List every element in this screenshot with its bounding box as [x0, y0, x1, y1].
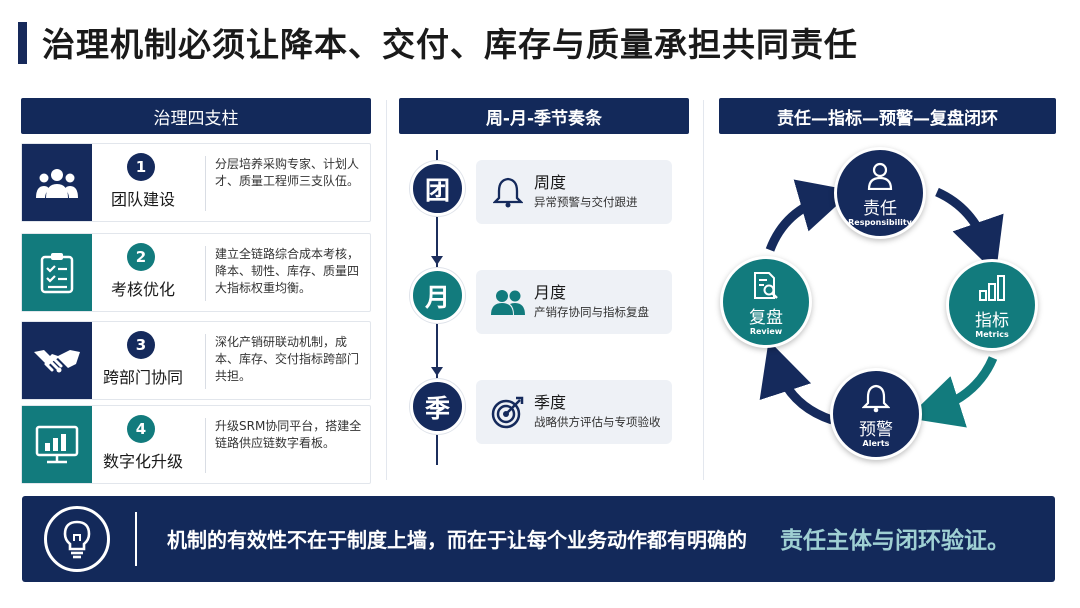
- divider: [205, 334, 206, 389]
- pillar-card-collaboration: 3 跨部门协同 深化产销研联动机制，成本、库存、交付指标跨部门共担。: [21, 321, 371, 400]
- divider: [205, 156, 206, 211]
- timeline-node-week: 团: [410, 161, 465, 216]
- rhythm-subtitle: 战略供方评估与专项验收: [534, 415, 661, 429]
- loop-node-responsibility: 责任 Responsibility: [834, 147, 926, 239]
- pillar-card-team: 1 团队建设 分层培养采购专家、计划人才、质量工程师三支队伍。: [21, 143, 371, 222]
- handshake-icon: [22, 322, 92, 399]
- divider: [205, 418, 206, 473]
- pillar-number: 3: [127, 331, 155, 359]
- pillar-number: 2: [127, 243, 155, 271]
- pillar-name: 考核优化: [110, 280, 175, 299]
- loop-header: 责任—指标—预警—复盘闭环: [719, 98, 1056, 134]
- user-icon: [837, 162, 923, 190]
- rhythm-title: 周度: [534, 173, 567, 192]
- rhythm-title: 月度: [534, 283, 567, 302]
- lightbulb-icon: [44, 506, 110, 572]
- pillar-name: 数字化升级: [102, 452, 183, 471]
- pillar-number: 1: [127, 153, 155, 181]
- loop-node-label: 责任: [863, 199, 897, 219]
- loop-node-english: Alerts: [862, 439, 890, 448]
- rhythm-header: 周-月-季节奏条: [399, 98, 689, 134]
- arrow-down-icon: [431, 367, 443, 376]
- footer-divider: [135, 512, 137, 566]
- pillars-header: 治理四支柱: [21, 98, 371, 134]
- people-icon: [490, 284, 526, 320]
- pillar-description: 建立全链路综合成本考核，降本、韧性、库存、质量四大指标权重均衡。: [215, 247, 360, 295]
- loop-node-english: Review: [749, 327, 783, 336]
- pillar-description: 深化产销研联动机制，成本、库存、交付指标跨部门共担。: [215, 335, 360, 383]
- bell-icon: [490, 174, 526, 210]
- loop-node-metrics: 指标 Metrics: [946, 259, 1038, 351]
- rhythm-card-quarter: 季度 战略供方评估与专项验收: [476, 380, 672, 444]
- loop-node-label: 复盘: [749, 308, 783, 328]
- loop-node-label: 预警: [859, 420, 893, 440]
- cycle-arrows: [759, 179, 1004, 428]
- pillar-description: 升级SRM协同平台，搭建全链路供应链数字看板。: [215, 419, 362, 450]
- page-title: 治理机制必须让降本、交付、库存与质量承担共同责任: [42, 25, 858, 64]
- pillar-name: 跨部门协同: [102, 368, 183, 387]
- pillar-number: 4: [127, 415, 155, 443]
- loop-node-label: 指标: [975, 311, 1009, 331]
- footer-highlight: 责任主体与闭环验证。: [780, 528, 1010, 554]
- arrow-down-icon: [431, 256, 443, 265]
- footer-banner: 机制的有效性不在于制度上墙，而在于让每个业务动作都有明确的 责任主体与闭环验证。: [22, 496, 1055, 582]
- footer-text: 机制的有效性不在于制度上墙，而在于让每个业务动作都有明确的: [167, 528, 747, 552]
- pillar-description: 分层培养采购专家、计划人才、质量工程师三支队伍。: [215, 157, 360, 188]
- title-accent-bar: [18, 22, 27, 64]
- bar-chart-icon: [949, 274, 1035, 302]
- loop-node-english: Responsibility: [848, 218, 912, 227]
- timeline-node-month: 月: [410, 268, 465, 323]
- loop-node-alerts: 预警 Alerts: [830, 368, 922, 460]
- loop-node-english: Metrics: [975, 330, 1009, 339]
- team-icon: [22, 144, 92, 221]
- checklist-icon: [22, 234, 92, 311]
- divider: [205, 246, 206, 301]
- column-divider: [386, 100, 387, 480]
- rhythm-title: 季度: [534, 393, 567, 412]
- timeline-node-quarter: 季: [410, 379, 465, 434]
- loop-node-review: 复盘 Review: [720, 256, 812, 348]
- pillar-card-assessment: 2 考核优化 建立全链路综合成本考核，降本、韧性、库存、质量四大指标权重均衡。: [21, 233, 371, 312]
- rhythm-subtitle: 产销存协同与指标复盘: [534, 305, 649, 319]
- rhythm-subtitle: 异常预警与交付跟进: [534, 195, 638, 209]
- document-search-icon: [723, 271, 809, 301]
- pillar-name: 团队建设: [110, 190, 175, 209]
- target-icon: [490, 394, 526, 430]
- dashboard-icon: [22, 406, 92, 483]
- rhythm-card-month: 月度 产销存协同与指标复盘: [476, 270, 672, 334]
- bell-icon: [833, 383, 919, 413]
- pillar-card-digital: 4 数字化升级 升级SRM协同平台，搭建全链路供应链数字看板。: [21, 405, 371, 484]
- rhythm-card-week: 周度 异常预警与交付跟进: [476, 160, 672, 224]
- column-divider: [703, 100, 704, 480]
